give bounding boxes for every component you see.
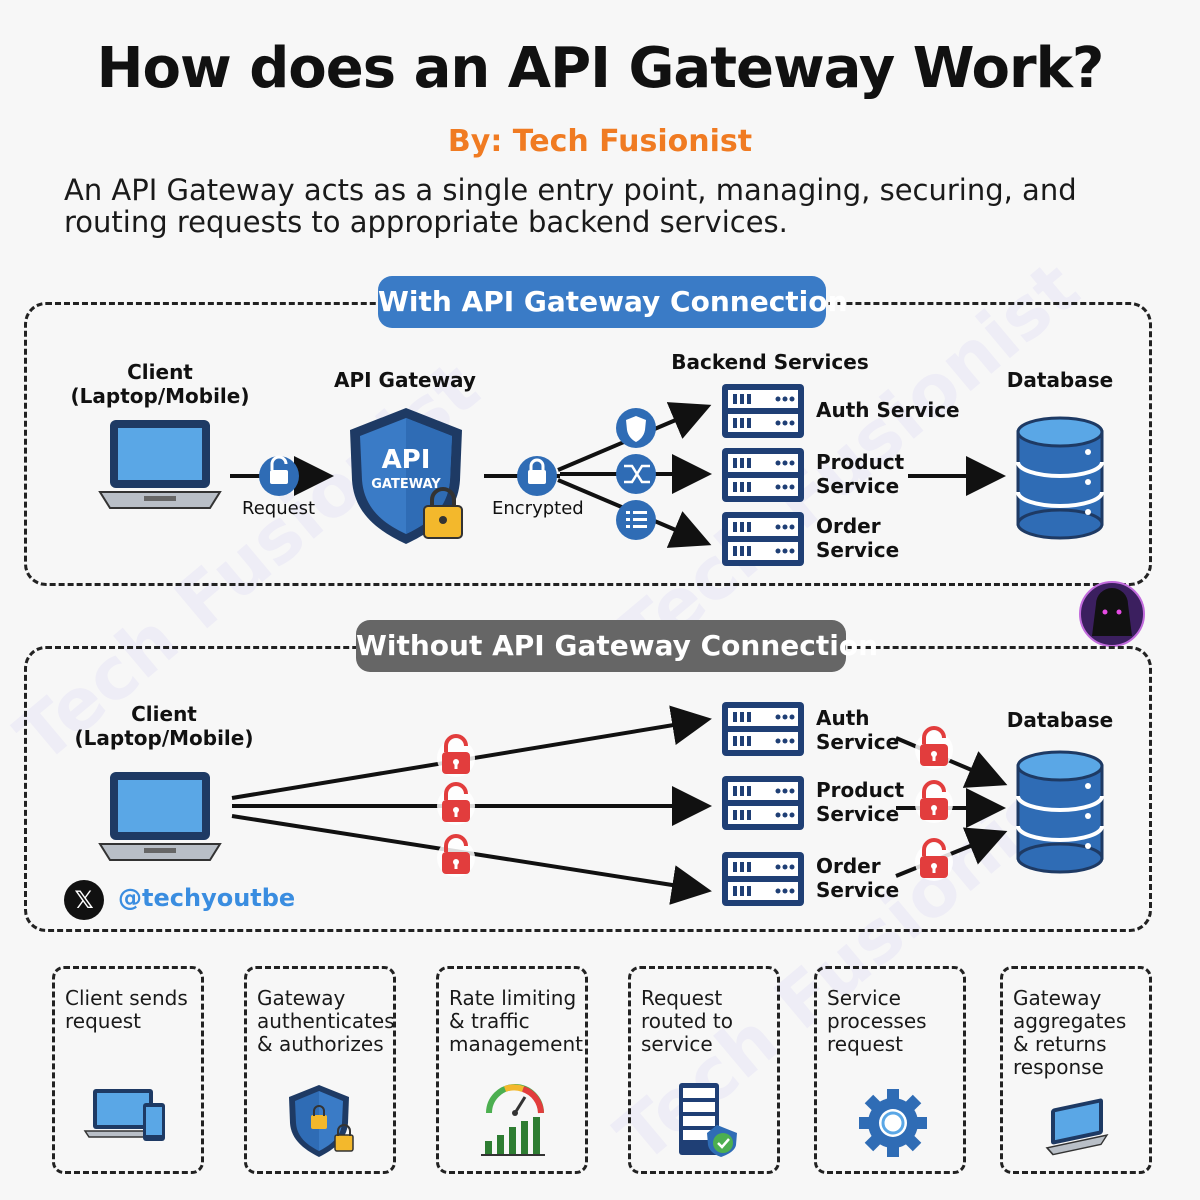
- auth-shield-icon: [616, 408, 656, 448]
- step-card: Client sends request: [52, 966, 204, 1174]
- without-gateway-heading: Without API Gateway Connection: [356, 620, 878, 672]
- database-label: Database: [1006, 368, 1114, 392]
- auth-service-label: Auth Service: [816, 398, 960, 422]
- laptop-icon: [99, 419, 221, 509]
- social-handle[interactable]: @techyoutbe: [118, 884, 296, 912]
- avatar: [1079, 581, 1145, 647]
- step-card: Request routed to service: [628, 966, 780, 1174]
- client-label: Client (Laptop/Mobile): [74, 702, 254, 750]
- gold-lock-icon: [423, 487, 463, 539]
- devices-icon: [83, 1089, 165, 1141]
- page-title: How does an API Gateway Work?: [96, 36, 1105, 101]
- gateway-badge-text: GATEWAY: [371, 477, 441, 492]
- laptop-icon: [1045, 1098, 1109, 1156]
- shuffle-icon: [616, 454, 656, 494]
- step-text: Service processes request: [827, 986, 927, 1056]
- request-label: Request: [242, 498, 316, 519]
- client-label: Client (Laptop/Mobile): [70, 360, 250, 408]
- intro-text: An API Gateway acts as a single entry po…: [64, 173, 1077, 239]
- server-check-icon: [679, 1083, 737, 1157]
- encrypted-label: Encrypted: [492, 498, 584, 519]
- with-gateway-heading: With API Gateway Connection: [378, 276, 847, 328]
- step-card: Service processes request: [814, 966, 966, 1174]
- lock-icon: [517, 456, 557, 496]
- database-icon: [1016, 416, 1104, 540]
- backend-services-label: Backend Services: [671, 350, 869, 374]
- step-card: Gateway authenticates & authorizes: [244, 966, 396, 1174]
- order-server-icon: [722, 512, 804, 566]
- x-logo-icon[interactable]: 𝕏: [64, 880, 104, 920]
- step-text: Client sends request: [65, 986, 188, 1033]
- step-text: Rate limiting & traffic management: [449, 986, 583, 1056]
- step-card: Gateway aggregates & returns response: [1000, 966, 1152, 1174]
- unlock-icon: [259, 455, 299, 496]
- gear-icon: [859, 1089, 927, 1157]
- product-server-icon: [722, 448, 804, 502]
- list-icon: [616, 500, 656, 540]
- gauge-icon: [481, 1084, 545, 1156]
- byline: By: Tech Fusionist: [447, 124, 753, 159]
- auth-server-icon: [722, 384, 804, 438]
- gateway-label: API Gateway: [334, 368, 476, 392]
- step-text: Request routed to service: [641, 986, 733, 1056]
- step-card: Rate limiting & traffic management: [436, 966, 588, 1174]
- step-text: Gateway aggregates & returns response: [1013, 986, 1127, 1079]
- gateway-badge-api: API: [382, 445, 431, 475]
- step-text: Gateway authenticates & authorizes: [257, 986, 395, 1056]
- database-label: Database: [1006, 708, 1114, 732]
- shield-lock-icon: [289, 1085, 354, 1157]
